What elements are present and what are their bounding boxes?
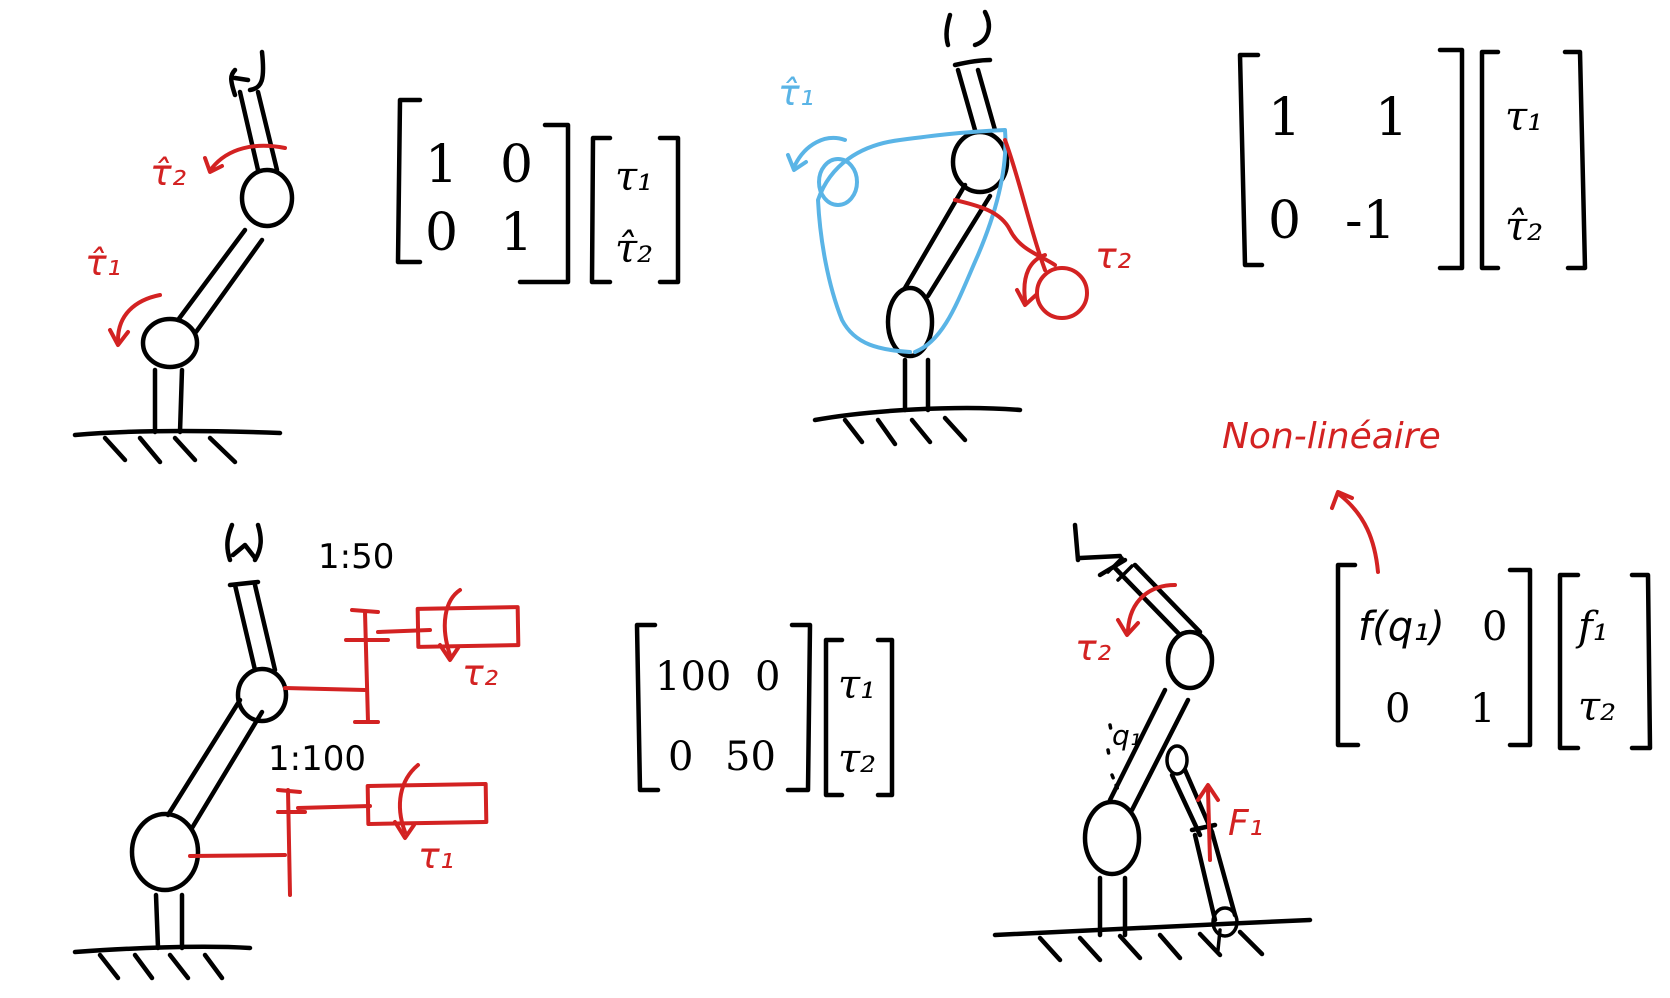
matrix-1-a12: 0 (500, 135, 533, 195)
panel-4: q₁ F₁ τ₂ Non-linéaire f(q₁) 0 0 1 f₁ (992, 416, 1653, 963)
force-arrow: F₁ (1196, 783, 1263, 862)
force-label: F₁ (1228, 803, 1263, 844)
matrix-1: 1 0 0 1 τ₁ τ̂₂ (395, 97, 681, 285)
vector-4-v1: f₁ (1575, 604, 1609, 650)
tau2-label: τ̂₂ (150, 153, 186, 194)
matrix-3-a12: 0 (755, 654, 780, 700)
matrix-3: 100 0 0 50 τ₁ τ₂ (634, 622, 895, 798)
matrix-4: f(q₁) 0 0 1 f₁ τ₂ (1335, 562, 1653, 751)
matrix-1-a22: 1 (500, 203, 533, 263)
matrix-2-a22: -1 (1345, 191, 1396, 251)
robot-arm-1 (72, 49, 295, 465)
matrix-4-a22: 1 (1470, 686, 1495, 732)
torque-arrows-1: τ̂₁ τ̂₂ (85, 143, 287, 347)
panel3-tau-bottom-label: τ₁ (418, 836, 454, 877)
vector-1-v2: τ̂₂ (615, 226, 653, 272)
matrix-4-a12: 0 (1482, 604, 1507, 650)
matrix-3-a21: 0 (668, 734, 693, 780)
vector-1-v1: τ₁ (615, 154, 653, 200)
matrix-2: 1 1 0 -1 τ₁ τ̂₂ (1237, 47, 1588, 271)
matrix-2-a11: 1 (1268, 88, 1301, 148)
robot-arm-3 (72, 522, 289, 981)
q1-label: q₁ (1112, 719, 1141, 752)
vector-2-v1: τ₁ (1505, 94, 1543, 140)
blue-torque-1: τ̂₁ (778, 73, 1008, 354)
panel2-tau1-label: τ̂₁ (778, 73, 814, 114)
matrix-3-a22: 50 (725, 734, 776, 780)
matrix-2-a21: 0 (1268, 191, 1301, 251)
ratio-bottom-label: 1:100 (268, 739, 366, 779)
gearbox-top: 1:50 τ₂ (283, 537, 521, 724)
matrix-3-a11: 100 (655, 654, 731, 700)
red-torque-2: τ₂ (953, 138, 1131, 320)
panel4-torque: τ₂ (1075, 583, 1177, 669)
panel2-tau2-label: τ₂ (1095, 236, 1131, 277)
panel-2: τ̂₁ τ₂ 1 1 0 -1 τ₁ τ̂₂ (778, 9, 1588, 447)
panel-1: τ̂₁ τ̂₂ 1 0 0 1 τ₁ τ̂₂ (72, 49, 681, 465)
matrix-1-a21: 0 (425, 203, 458, 263)
matrix-4-a21: 0 (1385, 686, 1410, 732)
tau1-label: τ̂₁ (85, 243, 121, 284)
nonlinear-annotation: Non-linéaire (1222, 416, 1441, 574)
robot-arm-4 (992, 522, 1313, 963)
robot-arm-2 (812, 9, 1023, 447)
q1-angle: q₁ (1106, 719, 1141, 792)
panel-3: 1:50 τ₂ 1:100 τ₁ 100 0 0 50 τ₁ τ₂ (72, 522, 895, 981)
gearbox-bottom: 1:100 τ₁ (188, 739, 489, 897)
nonlinear-label: Non-linéaire (1222, 416, 1441, 457)
vector-2-v2: τ̂₂ (1505, 204, 1543, 250)
vector-3-v1: τ₁ (838, 662, 876, 708)
panel3-tau-top-label: τ₂ (462, 653, 498, 694)
vector-4-v2: τ₂ (1578, 684, 1616, 730)
linear-actuator (1165, 744, 1239, 952)
matrix-4-a11: f(q₁) (1358, 604, 1445, 650)
panel4-tau2-label: τ₂ (1075, 628, 1111, 669)
vector-3-v2: τ₂ (838, 736, 876, 782)
ratio-top-label: 1:50 (318, 537, 394, 577)
matrix-1-a11: 1 (425, 135, 458, 195)
matrix-2-a12: 1 (1375, 88, 1408, 148)
